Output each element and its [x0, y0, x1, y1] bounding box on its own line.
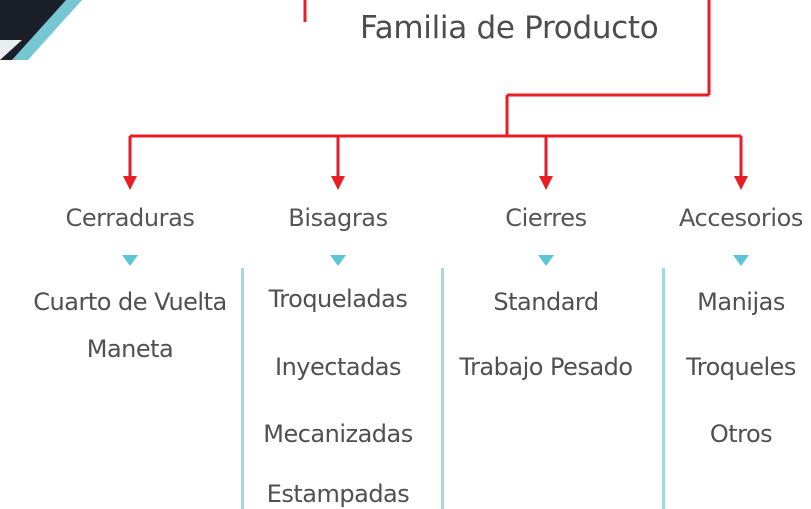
triangle-marker-icon — [122, 255, 138, 266]
column-divider — [241, 268, 244, 509]
subcategory-item: Mecanizadas — [263, 420, 413, 448]
triangle-marker-icon — [538, 255, 554, 266]
subcategory-item: Cuarto de Vuelta — [33, 288, 227, 316]
category-label-accesorios: Accesorios — [678, 204, 804, 232]
arrowhead-cierres — [539, 176, 553, 190]
subcategory-item: Maneta — [86, 335, 174, 363]
column-divider — [662, 268, 665, 509]
category-label-bisagras: Bisagras — [288, 204, 388, 232]
arrowhead-bisagras — [331, 176, 345, 190]
subcategory-item: Manijas — [697, 288, 785, 316]
subcategory-item: Troqueles — [686, 353, 796, 381]
subcategory-item: Otros — [709, 420, 773, 448]
subcategory-item: Inyectadas — [274, 353, 402, 381]
diagram-title: Familia de Producto — [360, 10, 659, 46]
triangle-marker-icon — [330, 255, 346, 266]
subcategory-item: Trabajo Pesado — [459, 353, 633, 381]
category-label-cerraduras: Cerraduras — [65, 204, 195, 232]
arrowhead-accesorios — [734, 176, 748, 190]
subcategory-item: Troqueladas — [268, 285, 408, 313]
triangle-marker-icon — [733, 255, 749, 266]
subcategory-item: Estampadas — [266, 480, 410, 508]
arrowhead-cerraduras — [123, 176, 137, 190]
corner-photo-fragment — [0, 0, 82, 60]
subcategory-item: Standard — [493, 288, 599, 316]
category-label-cierres: Cierres — [505, 204, 587, 232]
column-divider — [441, 268, 444, 509]
